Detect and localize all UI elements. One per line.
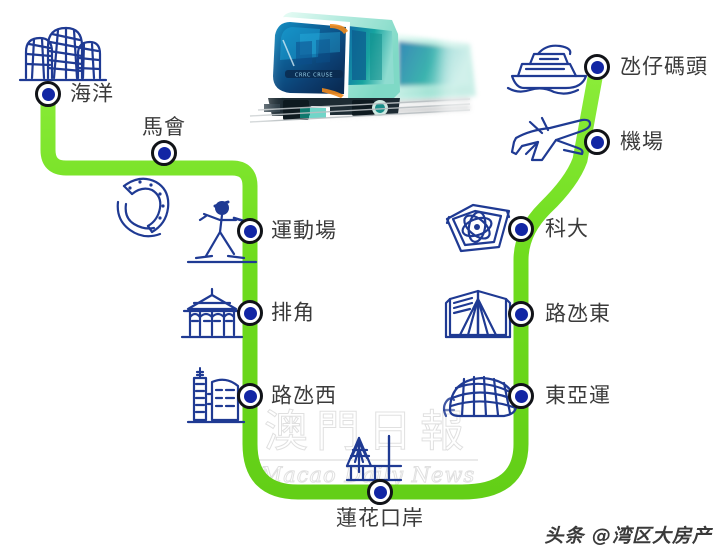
station-dot-core [590,135,604,149]
station-dot-dangzaimatou[interactable] [584,54,610,80]
airplane-icon [510,116,592,162]
station-label-keda: 科大 [545,216,589,241]
ferry-boat-icon [506,44,588,95]
station-label-haiyang: 海洋 [70,81,114,106]
horseshoe-icon [116,177,170,238]
station-dot-luodangdong[interactable] [508,301,534,327]
station-dot-core [243,389,257,403]
station-dot-core [41,87,55,101]
station-dot-core [243,224,257,238]
station-dot-dongyayun[interactable] [508,383,534,409]
station-label-dangzaimatou: 氹仔碼頭 [620,54,708,79]
dome-landmark-icon [18,26,108,82]
station-dot-keda[interactable] [508,216,534,242]
station-label-luodangdong: 路氹東 [545,301,611,326]
station-dot-lianhuakouan[interactable] [367,479,393,505]
station-label-luodangxi: 路氹西 [271,383,337,408]
station-label-yundongchang: 運動場 [271,218,337,243]
svg-text:CRRC CRUSE: CRRC CRUSE [295,73,333,79]
station-dot-haiyang[interactable] [35,81,61,107]
pavilion-icon [180,287,244,339]
station-dot-core [514,222,528,236]
station-label-dongyayun: 東亞運 [545,383,611,408]
publisher-credit: 头条 @湾区大房产 [544,525,712,547]
station-dot-core [514,389,528,403]
book-atom-icon [445,203,511,253]
station-dot-yundongchang[interactable] [237,218,263,244]
bridge-icon [345,434,403,482]
station-dot-core [514,307,528,321]
station-dot-core [373,485,387,499]
station-dot-paijiao[interactable] [237,300,263,326]
station-dot-jichang[interactable] [584,129,610,155]
route-polyline [40,59,605,500]
station-dot-luodangxi[interactable] [237,383,263,409]
station-dot-core [157,146,171,160]
station-label-mahui: 馬會 [142,115,186,139]
station-dot-core [590,60,604,74]
station-label-lianhuakouan: 蓮花口岸 [336,506,424,530]
station-label-jichang: 機場 [620,129,664,154]
station-label-paijiao: 排角 [271,300,315,325]
highrise-buildings-icon [186,367,246,424]
station-dot-core [243,306,257,320]
station-dot-mahui[interactable] [151,140,177,166]
open-book-fan-icon [444,289,512,339]
